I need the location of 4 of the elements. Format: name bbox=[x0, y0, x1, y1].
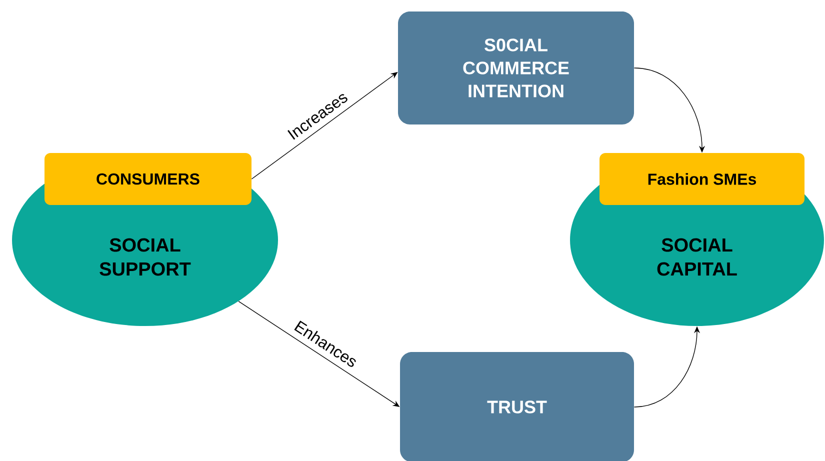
process-box: S0CIAL COMMERCE INTENTION bbox=[398, 12, 634, 124]
tag-box: CONSUMERS bbox=[44, 153, 252, 205]
process-box: TRUST bbox=[400, 352, 634, 461]
tag-box: Fashion SMEs bbox=[600, 153, 804, 205]
